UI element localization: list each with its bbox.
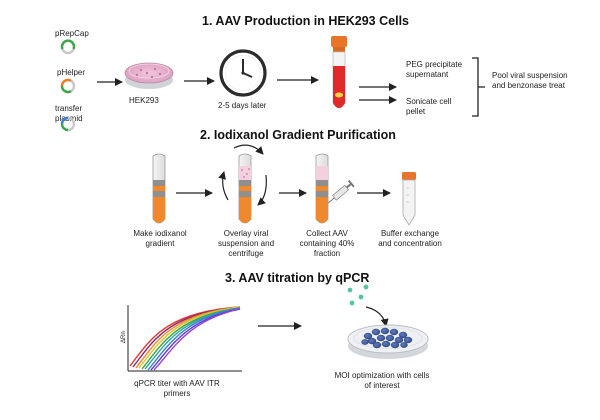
gradient-label-1: Make iodixanol gradient xyxy=(133,229,187,248)
section-title-3: 3. AAV titration by qPCR xyxy=(225,271,370,285)
hek293-label: HEK293 xyxy=(129,96,159,105)
qpcr-curve-icon xyxy=(127,305,242,372)
pool-label: Pool viral suspension and benzonase trea… xyxy=(492,71,568,90)
arrow-icon-infect xyxy=(365,306,389,327)
cell-dish-icon xyxy=(347,324,429,359)
gradient-tube-icon-3 xyxy=(315,153,329,224)
section-title-2: 2. Iodixanol Gradient Purification xyxy=(200,128,396,142)
plasmid-label-helper: pHelper xyxy=(57,68,86,77)
moi-label: MOI optimization with cells of interest xyxy=(334,371,430,390)
section-title-1: 1. AAV Production in HEK293 Cells xyxy=(202,14,409,28)
arrow-icon xyxy=(97,76,397,104)
output-label-pellet: Sonicate cell pellet xyxy=(406,97,452,116)
gradient-tube-icon-1 xyxy=(152,153,166,224)
petri-dish-icon xyxy=(124,62,174,89)
plasmid-icon-transfer xyxy=(60,116,76,132)
output-label-supernatant: PEG precipitate supernatant xyxy=(406,60,463,79)
gradient-tube-icon-2 xyxy=(238,153,252,224)
gradient-label-3: Collect AAV containing 40% fraction xyxy=(299,229,355,258)
gradient-label-4: Buffer exchange and concentration xyxy=(378,229,442,248)
plasmid-label-reocap: pRepCap xyxy=(55,29,89,38)
conical-tube-icon xyxy=(402,172,416,226)
gradient-label-2: Overlay viral suspension and centrifuge xyxy=(217,229,275,258)
rotate-arrow-icon xyxy=(218,144,267,206)
qpcr-label: qPCR titer with AAV ITR primers xyxy=(134,379,220,398)
time-label: 2-5 days later xyxy=(218,101,267,110)
plasmid-icon-helper xyxy=(60,78,76,94)
syringe-icon xyxy=(328,180,355,204)
blood-tube-icon xyxy=(331,36,347,109)
bracket-icon xyxy=(472,57,485,117)
virus-particle-icon xyxy=(347,284,369,306)
clock-icon xyxy=(219,49,267,97)
plasmid-icon-repcap xyxy=(60,39,76,55)
